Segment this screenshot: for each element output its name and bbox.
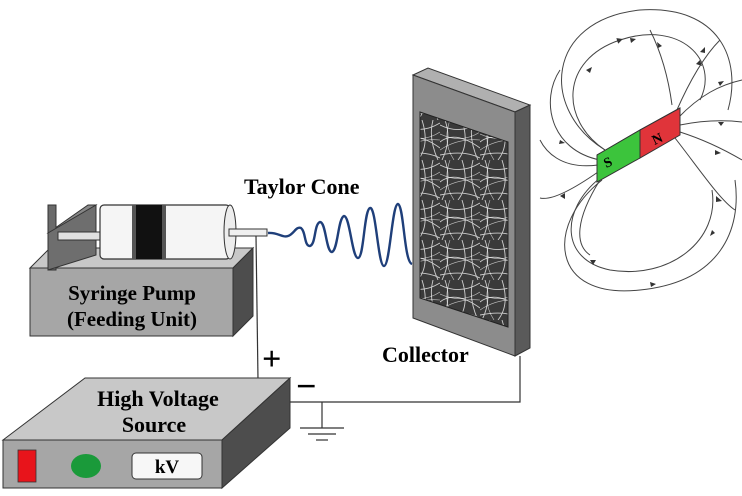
hv-source-label-line2: Source [122, 412, 187, 437]
taylor-cone-jet [267, 202, 413, 268]
syringe-pump-label-line2: (Feeding Unit) [67, 307, 197, 331]
negative-terminal-sign: − [296, 366, 317, 406]
wiring [255, 235, 521, 428]
magnet-icon: S N [596, 107, 681, 183]
taylor-cone-label: Taylor Cone [244, 174, 360, 199]
ground-icon [300, 427, 344, 441]
syringe-icon [46, 204, 268, 271]
high-voltage-source: High Voltage Source kV [1, 376, 292, 490]
power-indicator-red [17, 449, 37, 483]
collector-label: Collector [382, 342, 469, 367]
field-lines-icon [539, 9, 742, 292]
collector-plate [411, 67, 532, 357]
nanofiber-mat [419, 111, 509, 328]
positive-terminal-sign: + [262, 341, 281, 378]
kv-display [131, 452, 203, 480]
power-indicator-green [71, 454, 101, 478]
hv-source-label-line1: High Voltage [97, 386, 219, 411]
syringe-pump-unit: Syringe Pump (Feeding Unit) [28, 246, 255, 338]
kv-display-label: kV [155, 457, 180, 478]
syringe-pump-label-line1: Syringe Pump [68, 281, 196, 305]
